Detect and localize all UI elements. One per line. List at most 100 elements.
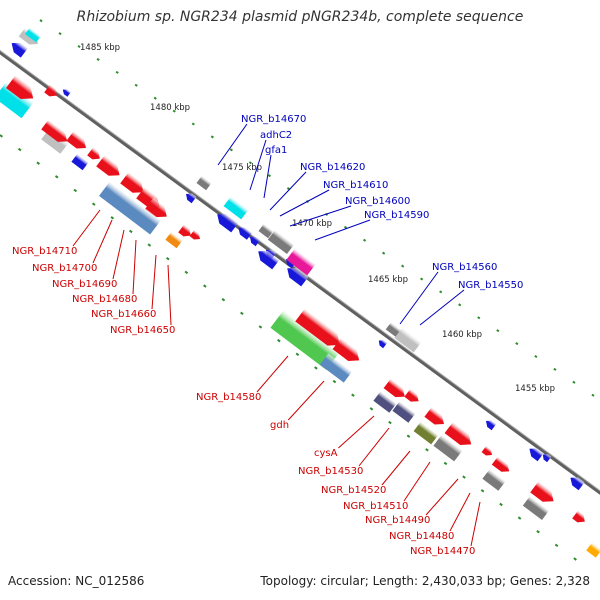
gene-label-forward: NGR_b14580 bbox=[196, 392, 261, 403]
scale-track-tick bbox=[153, 96, 157, 100]
gene-shape bbox=[287, 267, 309, 287]
leader-line-forward bbox=[92, 219, 113, 264]
gene-shape bbox=[165, 231, 183, 249]
scale-track-tick bbox=[401, 264, 405, 268]
gene-shape bbox=[62, 89, 71, 97]
scale-track-tick-lower bbox=[166, 257, 170, 261]
leader-line-forward bbox=[151, 254, 157, 310]
forward-gene-feature bbox=[96, 155, 120, 176]
sequence-backbone-highlight bbox=[0, 49, 600, 492]
accession-label: Accession: NC_012586 bbox=[8, 574, 145, 588]
scale-track-tick-lower bbox=[388, 420, 392, 425]
gene-shape bbox=[572, 510, 585, 523]
gene-shape bbox=[41, 119, 68, 142]
gene-shape bbox=[373, 391, 397, 413]
gene-label-forward: NGR_b14690 bbox=[52, 279, 117, 290]
scale-label: 1480 kbp bbox=[150, 103, 190, 113]
leader-line-forward bbox=[470, 501, 481, 547]
reverse-gene-feature bbox=[62, 89, 71, 97]
gene-label-reverse: gfa1 bbox=[265, 145, 287, 156]
leader-line-reverse bbox=[399, 271, 439, 325]
scale-track-tick bbox=[591, 393, 595, 397]
scale-track-tick-lower bbox=[332, 379, 337, 384]
scale-track-tick-lower bbox=[480, 489, 485, 493]
gene-shape bbox=[542, 453, 552, 463]
gene-shape bbox=[433, 434, 463, 462]
forward-gene-feature bbox=[11, 42, 28, 58]
gene-label-forward: NGR_b14510 bbox=[343, 501, 408, 512]
forward-gene-feature bbox=[41, 128, 69, 154]
gene-label-reverse: NGR_b14590 bbox=[364, 210, 429, 221]
scale-track-tick-lower bbox=[73, 188, 78, 193]
gene-label-reverse: NGR_b14600 bbox=[345, 196, 410, 207]
scale-track-tick-lower bbox=[314, 366, 318, 370]
scale-track-tick-lower bbox=[277, 338, 281, 343]
scale-track-tick-lower bbox=[425, 448, 429, 452]
gene-shape bbox=[0, 81, 34, 119]
leader-line-reverse bbox=[419, 289, 465, 326]
scale-track-tick-lower bbox=[351, 393, 355, 397]
leader-line-forward bbox=[381, 450, 411, 486]
forward-gene-feature bbox=[383, 378, 405, 398]
forward-gene-feature bbox=[66, 131, 86, 149]
gene-shape bbox=[25, 27, 41, 43]
forward-gene-feature bbox=[41, 119, 68, 142]
gene-shape bbox=[295, 308, 340, 346]
gene-shape bbox=[196, 175, 212, 191]
gene-shape bbox=[522, 495, 550, 521]
leader-line-reverse bbox=[269, 171, 307, 211]
leader-line-reverse bbox=[314, 219, 371, 241]
leader-line-reverse bbox=[279, 189, 330, 217]
scale-track-tick bbox=[343, 225, 348, 229]
gene-label-forward: NGR_b14520 bbox=[321, 485, 386, 496]
gene-shape bbox=[481, 445, 492, 456]
forward-gene-feature bbox=[6, 75, 34, 100]
map-title: Rhizobium sp. NGR234 plasmid pNGR234b, c… bbox=[76, 9, 524, 25]
gene-label-forward: NGR_b14480 bbox=[389, 531, 454, 542]
topology-label: Topology: circular; Length: 2,430,033 bp… bbox=[260, 574, 590, 588]
gene-shape bbox=[392, 401, 416, 423]
scale-track-tick bbox=[553, 367, 557, 371]
gene-shape bbox=[267, 229, 295, 255]
gene-label-reverse: NGR_b14620 bbox=[300, 162, 365, 173]
reverse-gene-feature bbox=[238, 227, 253, 240]
leader-line-reverse bbox=[217, 123, 248, 166]
gene-label-forward: gdh bbox=[270, 420, 289, 431]
leader-line-forward bbox=[256, 355, 289, 393]
reverse-gene-feature bbox=[250, 236, 261, 247]
scale-label: 1460 kbp bbox=[442, 330, 482, 340]
gene-shape bbox=[120, 172, 144, 193]
reverse-gene-feature bbox=[570, 477, 585, 491]
gene-shape bbox=[286, 248, 316, 276]
gene-shape bbox=[529, 448, 544, 462]
forward-gene-feature bbox=[87, 147, 100, 160]
reverse-gene-feature bbox=[258, 250, 280, 270]
gene-shape bbox=[41, 128, 69, 154]
scale-track-tick-lower bbox=[462, 475, 466, 479]
scale-track-tick-lower bbox=[128, 229, 133, 234]
gene-shape bbox=[319, 353, 353, 383]
scale-track-tick bbox=[191, 122, 195, 126]
scale-track-tick bbox=[248, 161, 252, 165]
scale-track-tick-lower bbox=[36, 161, 41, 165]
scale-track-tick bbox=[134, 83, 138, 87]
gene-label-forward: NGR_b14660 bbox=[91, 309, 156, 320]
scale-track-tick-lower bbox=[147, 243, 152, 247]
scale-track-tick-lower bbox=[406, 434, 411, 438]
scale-track-tick bbox=[267, 174, 272, 178]
scale-track-tick-lower bbox=[203, 284, 207, 288]
scale-track-tick bbox=[458, 303, 462, 307]
scale-track-tick bbox=[229, 148, 233, 152]
reverse-gene-feature bbox=[542, 453, 552, 463]
gene-shape bbox=[96, 155, 120, 176]
leader-line-forward bbox=[338, 415, 375, 449]
gene-shape bbox=[66, 131, 86, 149]
scale-track-tick-lower bbox=[258, 325, 263, 329]
forward-gene-feature bbox=[491, 456, 510, 472]
scale-track-tick-lower bbox=[573, 557, 577, 561]
forward-gene-feature bbox=[332, 337, 360, 361]
gene-shape bbox=[189, 229, 200, 240]
scale-track-tick bbox=[286, 187, 291, 191]
forward-gene-feature bbox=[319, 353, 353, 383]
